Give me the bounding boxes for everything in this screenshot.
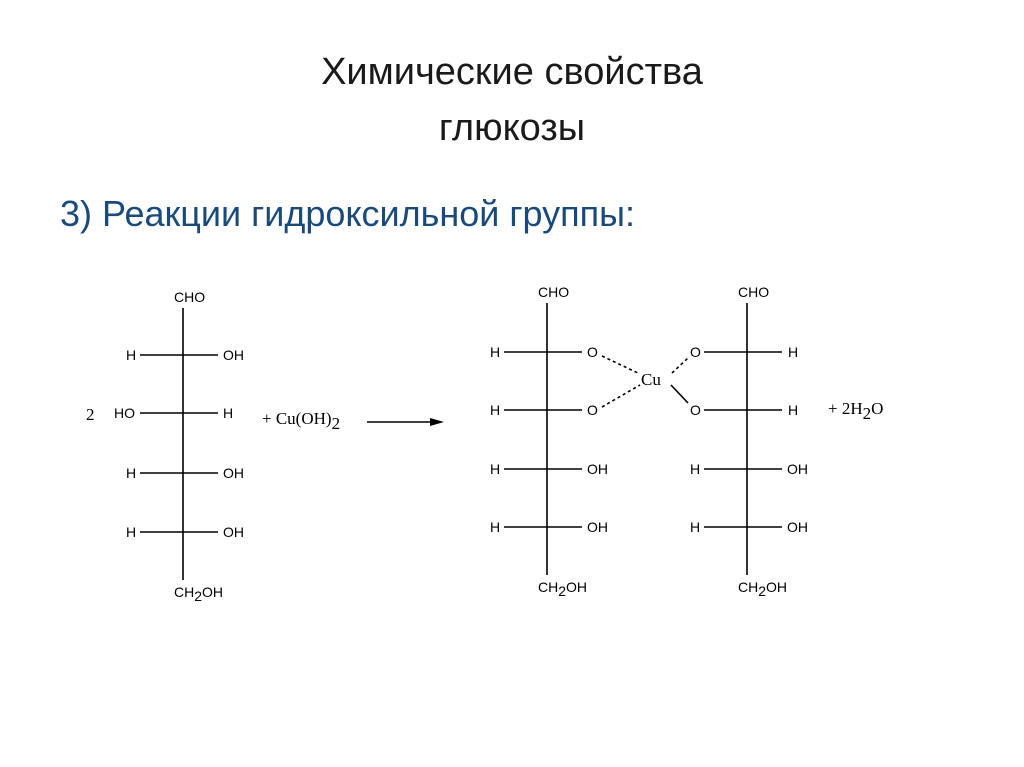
label-h: H <box>126 524 136 540</box>
label-h: H <box>788 344 798 360</box>
label-h: H <box>223 405 233 421</box>
label-oh: OH <box>223 465 244 481</box>
label-h: H <box>690 461 700 477</box>
dashed-bond <box>601 384 641 408</box>
label-oh: OH <box>787 461 808 477</box>
dashed-bond <box>601 355 641 375</box>
label-h: H <box>126 347 136 363</box>
label-o: O <box>690 402 701 418</box>
reactant-glucose: CHO H OH 2 HO H H OH H OH CH2OH <box>86 289 244 604</box>
title-line-2: глюкозы <box>438 107 586 149</box>
slide-title: Химические свойства глюкозы <box>0 44 1024 156</box>
label-oh: OH <box>223 347 244 363</box>
label-h: H <box>490 344 500 360</box>
label-h: H <box>490 461 500 477</box>
label-h: H <box>788 402 798 418</box>
reagent-cuoh2: + Cu(OH)2 <box>262 409 340 433</box>
copper-complex: Cu <box>601 355 689 408</box>
label-h: H <box>126 465 136 481</box>
dashed-bond <box>671 357 689 374</box>
reaction-arrow <box>367 418 444 426</box>
label-cho: CHO <box>738 284 769 300</box>
product-left-unit: CHO H O H O H OH H OH CH2OH <box>490 284 608 599</box>
product-water: + 2H2O <box>828 399 883 423</box>
label-o: O <box>587 344 598 360</box>
section-subtitle: 3) Реакции гидроксильной группы: <box>60 193 636 234</box>
label-ch2oh: CH2OH <box>174 584 223 604</box>
label-o: O <box>587 402 598 418</box>
label-ho: HO <box>114 405 135 421</box>
label-h: H <box>490 519 500 535</box>
product-right-unit: CHO O H O H H OH H OH CH2OH <box>690 284 808 599</box>
label-oh: OH <box>787 519 808 535</box>
title-line-1: Химические свойства <box>321 51 703 93</box>
label-cho: CHO <box>174 289 205 305</box>
label-cu: Cu <box>641 370 661 389</box>
arrow-head <box>430 418 444 426</box>
label-ch2oh: CH2OH <box>738 579 787 599</box>
label-oh: OH <box>587 519 608 535</box>
label-h: H <box>490 402 500 418</box>
label-cho: CHO <box>538 284 569 300</box>
bond-line <box>670 384 689 404</box>
coefficient-2: 2 <box>86 405 95 424</box>
label-o: O <box>690 344 701 360</box>
label-oh: OH <box>223 524 244 540</box>
label-oh: OH <box>587 461 608 477</box>
label-ch2oh: CH2OH <box>538 579 587 599</box>
label-h: H <box>690 519 700 535</box>
